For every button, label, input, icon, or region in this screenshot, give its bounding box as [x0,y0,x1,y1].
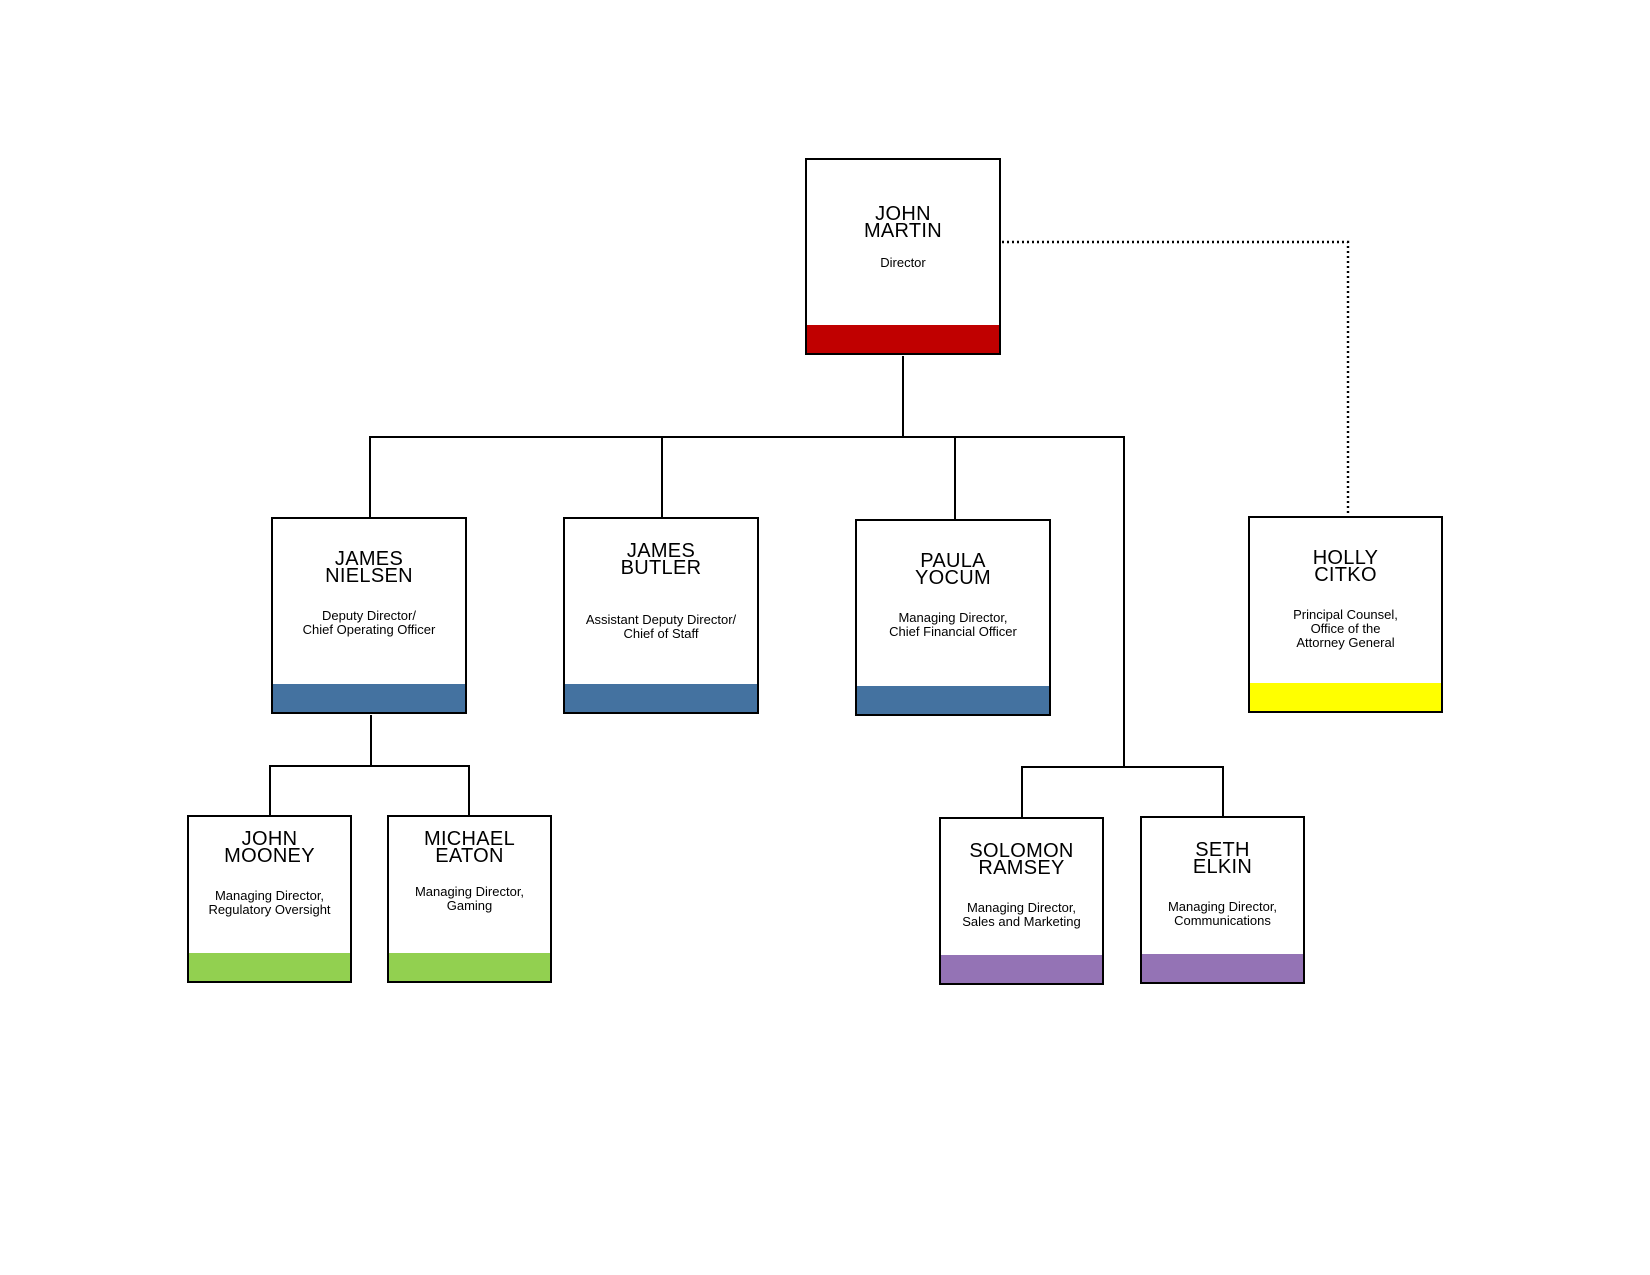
person-last-name: YOCUM [915,567,991,589]
person-first-name: HOLLY [1312,547,1379,569]
person-title: Managing Director,Gaming [389,885,550,913]
title-line: Managing Director, [214,888,325,903]
connector-john-martin-to-seth-elkin [1124,766,1224,816]
department-color-bar [565,684,757,712]
person-title: Deputy Director/Chief Operating Officer [273,609,465,637]
department-color-bar [807,325,999,353]
person-title: Managing Director,Regulatory Oversight [189,889,350,917]
title-line: Managing Director, [898,610,1008,625]
department-color-bar [189,953,350,981]
title-line: Managing Director, [414,884,525,899]
title-line: Gaming [446,898,493,913]
title-line: Director [880,255,926,270]
connector-john-martin-to-james-butler [661,436,903,517]
department-color-bar [1250,683,1441,711]
connector-john-martin-to-james-nielsen [369,356,904,517]
person-first-name: MICHAEL [423,828,515,850]
title-line: Communications [1174,913,1271,928]
connector-james-nielsen-to-john-mooney [269,715,372,815]
person-last-name: MARTIN [863,220,943,242]
person-first-name: JAMES [626,540,696,562]
person-first-name: PAULA [920,550,986,572]
person-first-name: JOHN [241,828,298,850]
person-title: Managing Director,Communications [1142,900,1303,928]
person-last-name: NIELSEN [325,565,413,587]
title-line: Managing Director, [1167,899,1278,914]
person-last-name: RAMSEY [978,857,1065,879]
title-line: Chief of Staff [623,626,699,641]
person-title: Director [807,256,999,270]
title-line: Deputy Director/ [322,608,416,623]
person-first-name: SETH [1195,839,1250,861]
connector-james-nielsen-to-michael-eaton [371,765,470,815]
department-color-bar [389,953,550,981]
department-color-bar [857,686,1049,714]
title-line: Principal Counsel, [1293,607,1398,622]
department-color-bar [273,684,465,712]
person-last-name: EATON [435,845,504,867]
title-line: Regulatory Oversight [208,902,331,917]
person-first-name: JOHN [875,203,931,225]
person-last-name: CITKO [1314,564,1377,586]
person-first-name: JAMES [334,548,404,570]
person-last-name: MOONEY [224,845,315,867]
title-line: Chief Financial Officer [889,624,1017,639]
person-title: Managing Director,Chief Financial Office… [857,611,1049,639]
person-first-name: SOLOMON [969,840,1074,862]
department-color-bar [941,955,1102,983]
person-last-name: ELKIN [1192,856,1253,878]
person-last-name: BUTLER [620,557,702,579]
title-line: Office of the [1310,621,1381,636]
title-line: Sales and Marketing [962,914,1081,929]
department-color-bar [1142,954,1303,982]
person-title: Assistant Deputy Director/Chief of Staff [565,613,757,641]
connector-john-martin-to-paula-yocum [903,436,956,519]
title-line: Managing Director, [966,900,1077,915]
title-line: Attorney General [1296,635,1395,650]
title-line: Assistant Deputy Director/ [585,612,737,627]
title-line: Chief Operating Officer [302,622,436,637]
dotted-connector-john-martin-to-holly-citko [1002,240,1350,516]
person-title: Managing Director,Sales and Marketing [941,901,1102,929]
